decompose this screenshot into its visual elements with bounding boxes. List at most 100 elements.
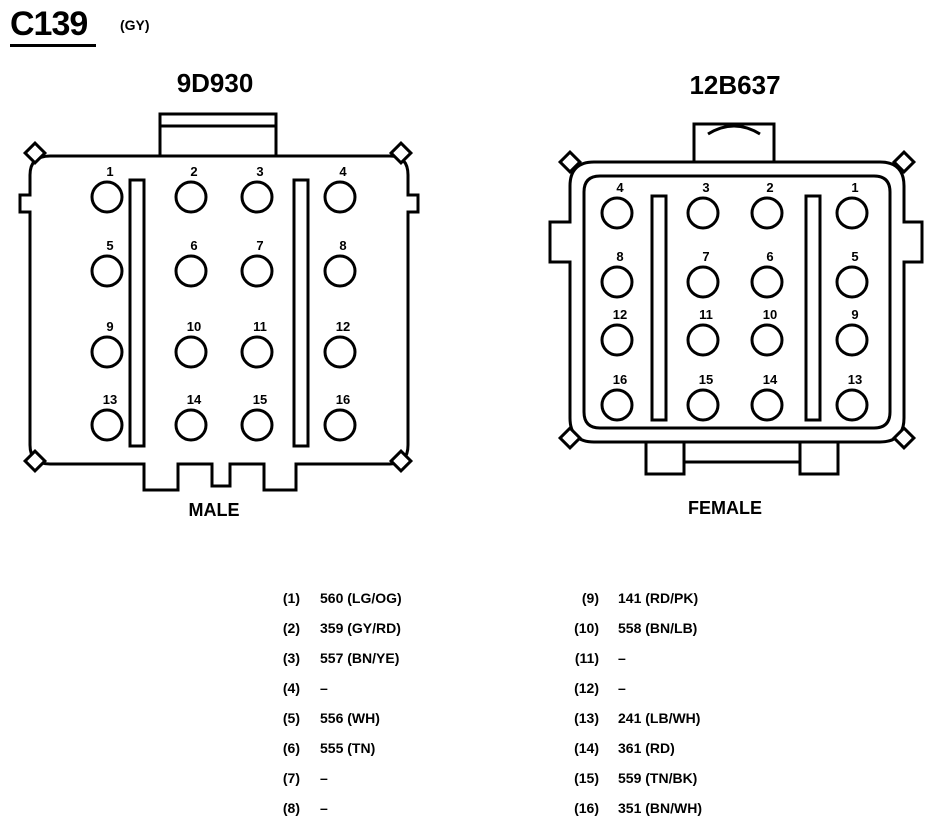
pin-socket	[750, 196, 784, 230]
pin-number: (8)	[282, 800, 300, 816]
pin-socket	[90, 408, 124, 442]
pin-number-label: 11	[253, 319, 267, 334]
circuit-value: –	[320, 770, 328, 786]
circuit-value: 557 (BN/YE)	[320, 650, 400, 666]
circuit-value: 556 (WH)	[320, 710, 380, 726]
pin-socket	[240, 180, 274, 214]
pin-socket	[90, 335, 124, 369]
pin-number-label: 4	[616, 180, 624, 195]
pin-number: (6)	[282, 740, 300, 756]
pin-number: (2)	[282, 620, 300, 636]
pin-socket	[174, 180, 208, 214]
pin-socket	[174, 335, 208, 369]
pin-number: (14)	[574, 740, 599, 756]
pinout-row: (1) 560 (LG/OG)	[0, 590, 402, 606]
pin-socket	[835, 388, 869, 422]
pin-socket	[600, 388, 634, 422]
pin-socket	[323, 254, 357, 288]
pinout-row: (9) 141 (RD/PK)	[0, 590, 698, 606]
pinout-row: (5) 556 (WH)	[0, 710, 380, 726]
pin-number-label: 3	[702, 180, 709, 195]
female-part-number: 12B637	[689, 70, 781, 100]
pin-socket	[323, 335, 357, 369]
pin-socket	[835, 196, 869, 230]
male-connector-outline	[18, 112, 420, 492]
male-label: MALE	[188, 500, 240, 520]
pin-number: (5)	[282, 710, 300, 726]
female-connector-outline	[548, 122, 924, 476]
pin-socket	[835, 265, 869, 299]
pin-number-label: 6	[190, 238, 197, 253]
pin-number-label: 11	[699, 307, 713, 322]
pin-number: (13)	[574, 710, 599, 726]
circuit-value: –	[618, 680, 626, 696]
circuit-value: 141 (RD/PK)	[618, 590, 699, 606]
pin-number: (9)	[581, 590, 599, 606]
pin-number: (4)	[282, 680, 300, 696]
pin-number-label: 12	[613, 307, 627, 322]
pin-number-label: 13	[103, 392, 117, 407]
pin-socket	[174, 408, 208, 442]
pinout-row: (11) –	[0, 650, 626, 666]
pin-number-label: 5	[106, 238, 113, 253]
circuit-value: 558 (BN/LB)	[618, 620, 698, 636]
circuit-value: 555 (TN)	[320, 740, 376, 756]
pin-number-label: 14	[187, 392, 202, 407]
pin-number-label: 8	[339, 238, 346, 253]
pin-socket	[686, 265, 720, 299]
pin-number-label: 1	[106, 164, 113, 179]
pin-socket	[240, 254, 274, 288]
pin-number-label: 3	[256, 164, 263, 179]
pin-number-label: 5	[851, 249, 858, 264]
pin-socket	[90, 180, 124, 214]
pin-socket	[323, 180, 357, 214]
pin-number: (11)	[574, 650, 599, 666]
circuit-value: 559 (TN/BK)	[618, 770, 698, 786]
circuit-value: –	[320, 680, 328, 696]
pin-socket	[600, 323, 634, 357]
pin-socket	[750, 265, 784, 299]
circuit-value: 351 (BN/WH)	[618, 800, 703, 816]
female-label: FEMALE	[688, 498, 762, 518]
pinout-row: (13)241 (LB/WH)	[0, 710, 700, 726]
pin-number: (1)	[282, 590, 300, 606]
pin-number-label: 2	[766, 180, 773, 195]
pin-number-label: 9	[851, 307, 858, 322]
pin-socket	[686, 323, 720, 357]
pin-number-label: 9	[106, 319, 113, 334]
pinout-row: (6) 555 (TN)	[0, 740, 375, 756]
pinout-row: (2) 359 (GY/RD)	[0, 620, 401, 636]
pin-socket	[686, 196, 720, 230]
pin-number-label: 13	[848, 372, 862, 387]
connector-id: C139	[10, 5, 88, 43]
circuit-value: –	[320, 800, 328, 816]
circuit-value: 560 (LG/OG)	[320, 590, 402, 606]
pinout-row: (12)–	[0, 680, 626, 696]
pin-number: (3)	[282, 650, 300, 666]
pin-number-label: 6	[766, 249, 773, 264]
pin-socket	[174, 254, 208, 288]
pin-number-label: 10	[187, 319, 201, 334]
connector-id-underline	[10, 44, 96, 47]
circuit-value: 359 (GY/RD)	[320, 620, 401, 636]
connector-color-code: (GY)	[120, 17, 150, 33]
pin-number: (16)	[574, 800, 599, 816]
pinout-row: (4) –	[0, 680, 328, 696]
pin-number-label: 14	[763, 372, 778, 387]
pinout-row: (16) 351 (BN/WH)	[0, 800, 702, 816]
pin-socket	[600, 265, 634, 299]
pinout-row: (3) 557 (BN/YE)	[0, 650, 399, 666]
pin-socket	[686, 388, 720, 422]
circuit-value: –	[618, 650, 626, 666]
pinout-row: (7)–	[0, 770, 328, 786]
male-part-number: 9D930	[176, 68, 254, 98]
pinout-row: (14) 361 (RD)	[0, 740, 675, 756]
pin-socket	[90, 254, 124, 288]
pin-number-label: 15	[253, 392, 267, 407]
pin-number-label: 2	[190, 164, 197, 179]
circuit-value: 361 (RD)	[618, 740, 675, 756]
pin-number-label: 4	[339, 164, 347, 179]
